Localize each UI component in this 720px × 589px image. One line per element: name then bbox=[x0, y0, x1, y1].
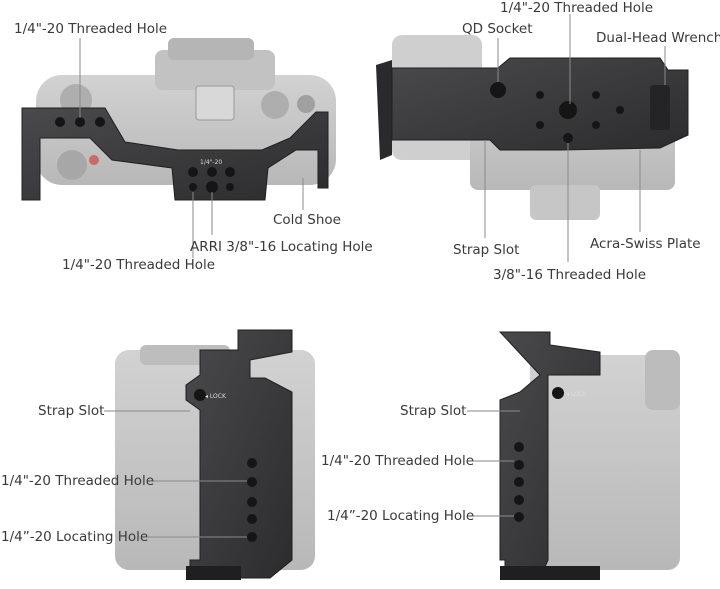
view-bottom-right bbox=[498, 331, 680, 580]
plate-engraving: 1/4"-20 bbox=[200, 159, 222, 166]
label-tr-qd: QD Socket bbox=[462, 21, 533, 37]
camera-body-bottom-right bbox=[530, 350, 680, 570]
label-tr-strap: Strap Slot bbox=[453, 242, 520, 258]
view-top-left bbox=[21, 38, 336, 201]
label-tr-acra: Acra-Swiss Plate bbox=[590, 236, 701, 252]
label-br-locating: 1/4”-20 Locating Hole bbox=[327, 508, 475, 524]
label-tr-3-8: 3/8"-16 Threaded Hole bbox=[493, 267, 647, 283]
cage-top-left bbox=[21, 107, 329, 201]
label-bl-strap: Strap Slot bbox=[38, 403, 105, 419]
cage-bottom-left bbox=[185, 329, 293, 580]
label-tl-threaded-top: 1/4"-20 Threaded Hole bbox=[14, 21, 168, 37]
label-br-threaded: 1/4"-20 Threaded Hole bbox=[321, 453, 475, 469]
engraving-bl: ◂ LOCK bbox=[205, 393, 227, 400]
label-tl-cold-shoe: Cold Shoe bbox=[273, 212, 341, 228]
cage-bottom-right bbox=[498, 331, 601, 580]
label-bl-locating: 1/4”-20 Locating Hole bbox=[1, 529, 149, 545]
label-tr-threaded: 1/4"-20 Threaded Hole bbox=[500, 0, 654, 16]
view-bottom-left bbox=[115, 329, 315, 580]
view-top-right bbox=[376, 35, 689, 220]
label-tr-wrench: Dual-Head Wrench bbox=[596, 30, 720, 46]
leader-lines bbox=[79, 14, 666, 538]
cage-top-right bbox=[376, 57, 689, 160]
label-tl-threaded-bottom: 1/4"-20 Threaded Hole bbox=[62, 257, 216, 273]
label-br-strap: Strap Slot bbox=[400, 403, 467, 419]
engraving-br: ◂ LOCK bbox=[566, 391, 588, 398]
label-bl-threaded: 1/4"-20 Threaded Hole bbox=[1, 473, 155, 489]
label-tl-arri: ARRI 3/8"-16 Locating Hole bbox=[190, 239, 373, 255]
